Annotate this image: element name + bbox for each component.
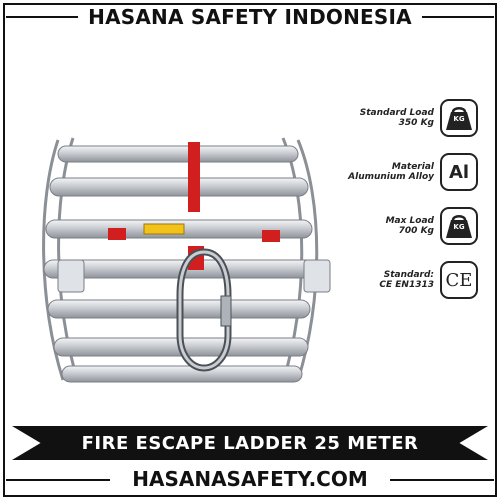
spec-standard-load: Standard Load 350 Kg KG [318,92,478,144]
red-strap [108,228,126,240]
weight-icon: KG [440,99,478,137]
side-bracket [303,259,331,293]
carabiner [176,248,232,372]
rope-ladder-illustration [42,137,331,383]
red-strap [262,230,280,242]
spec-text: Standard Load 350 Kg [360,108,434,128]
ce-mark-icon: CE [440,261,478,299]
weight-icon [446,107,472,130]
side-bracket [57,259,85,293]
spec-text: Material Alumunium Alloy [348,162,434,182]
weight-badge-text: KG [453,222,465,231]
ladder-rung [57,145,299,163]
ladder-rung [49,177,309,197]
spec-label: Material [391,162,434,172]
red-strap [188,142,200,212]
footer: HASANASAFETY.COM [0,462,500,496]
product-frame [3,3,497,497]
spec-max-load: Max Load 700 Kg KG [318,200,478,252]
website-url: HASANASAFETY.COM [124,467,376,491]
spec-label: Standard: [383,270,434,280]
spec-list: Standard Load 350 Kg KG Material Alumuni… [318,92,478,308]
weight-icon [446,215,472,238]
spec-label: Standard Load [359,108,434,118]
brand-title: HASANA SAFETY INDONESIA [80,5,420,29]
spec-label: Max Load [385,216,434,226]
product-title-banner: FIRE ESCAPE LADDER 25 METER [12,426,488,460]
header-divider-left [6,16,78,18]
header-divider-right [422,16,494,18]
aluminium-badge-text: Al [448,161,470,183]
product-title: FIRE ESCAPE LADDER 25 METER [81,432,419,454]
spec-value: Alumunium Alloy [348,172,434,182]
product-image [18,120,348,420]
aluminium-icon: Al [440,153,478,191]
spec-material: Material Alumunium Alloy Al [318,146,478,198]
footer-divider-left [6,479,110,481]
weight-badge-text: KG [453,114,465,123]
footer-divider-right [390,479,494,481]
ce-badge-text: CE [445,269,473,291]
ladder-rung [61,365,303,383]
header: HASANA SAFETY INDONESIA [0,0,500,34]
spec-standard: Standard: CE EN1313 CE [318,254,478,306]
spec-text: Max Load 700 Kg [386,216,434,236]
spec-value: CE EN1313 [379,280,434,290]
spec-value: 350 Kg [398,118,434,128]
weight-icon: KG [440,207,478,245]
spec-text: Standard: CE EN1313 [379,270,434,290]
spec-value: 700 Kg [398,226,434,236]
yellow-tag [143,223,185,235]
